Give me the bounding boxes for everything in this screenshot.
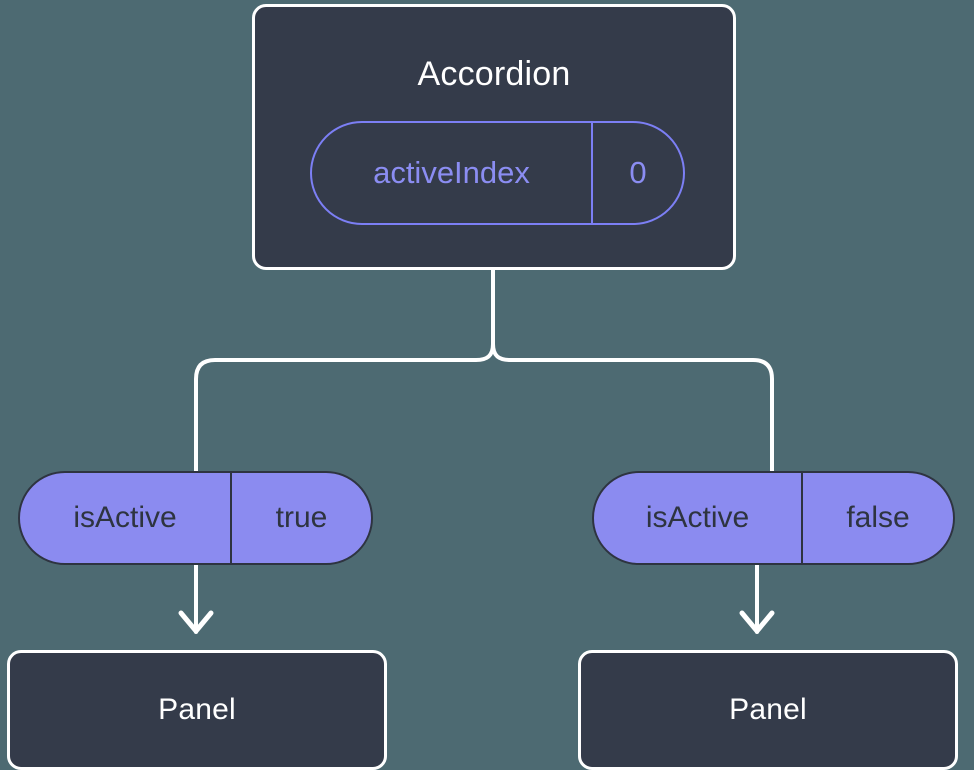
branch-line-right [491, 342, 774, 473]
branch-line-left [194, 342, 495, 473]
prop-pill-value: true [275, 501, 328, 534]
prop-pill-value: false [846, 501, 910, 534]
state-pill-value: 0 [629, 155, 647, 190]
node-panel-right[interactable]: Panel [578, 650, 958, 770]
prop-pill-is-active-false[interactable]: isActive false [592, 471, 955, 565]
panel-left-title: Panel [158, 693, 236, 726]
state-pill-active-index[interactable]: activeIndex 0 [310, 121, 685, 225]
node-accordion[interactable]: Accordion activeIndex 0 [252, 4, 736, 270]
prop-pill-key: isActive [594, 473, 803, 563]
arrow-head-left [178, 610, 214, 634]
panel-right-title: Panel [729, 693, 807, 726]
node-panel-left[interactable]: Panel [7, 650, 387, 770]
prop-pill-is-active-true[interactable]: isActive true [18, 471, 373, 565]
accordion-title: Accordion [417, 55, 571, 93]
state-pill-key: activeIndex [312, 123, 593, 223]
arrow-head-right [739, 610, 775, 634]
prop-pill-key: isActive [20, 473, 232, 563]
